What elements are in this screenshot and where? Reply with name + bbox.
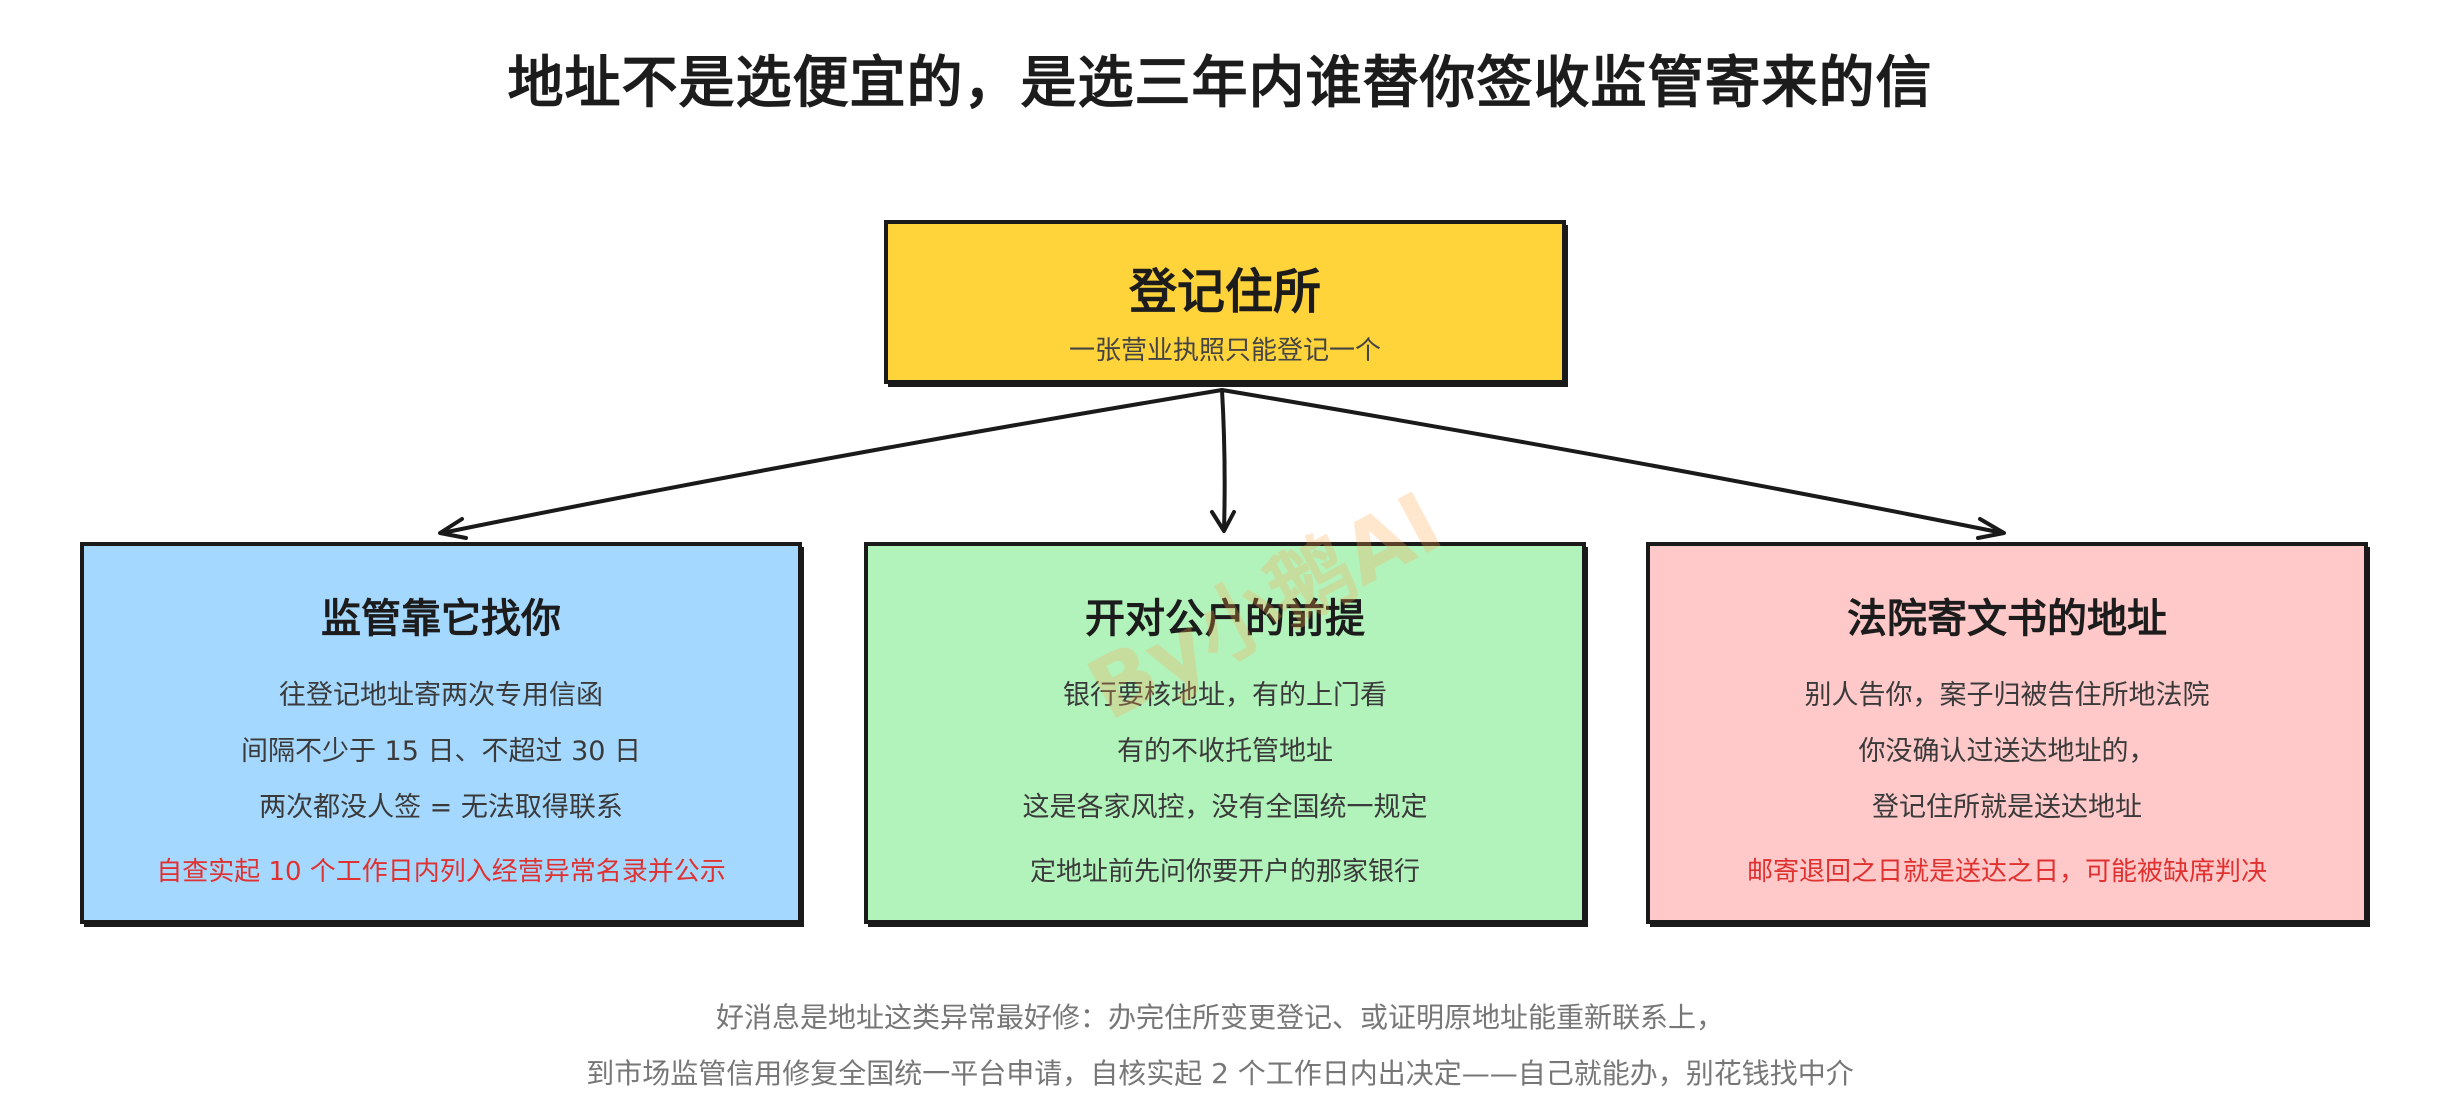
branch-body: 往登记地址寄两次专用信函 间隔不少于 15 日、不超过 30 日 两次都没人签 … [84, 668, 798, 836]
branch-body: 别人告你，案子归被告住所地法院 你没确认过送达地址的， 登记住所就是送达地址 [1650, 668, 2364, 836]
root-node-registered-address: 登记住所 一张营业执照只能登记一个 [884, 220, 1566, 384]
footer-line: 好消息是地址这类异常最好修：办完住所变更登记、或证明原地址能重新联系上， [715, 1001, 1724, 1034]
branch-line: 银行要核地址，有的上门看 [1063, 680, 1387, 711]
branch-title: 监管靠它找你 [321, 596, 561, 642]
arrowhead-right [1976, 517, 2006, 540]
branch-line: 登记住所就是送达地址 [1872, 792, 2142, 823]
footer-line: 到市场监管信用修复全国统一平台申请，自核实起 2 个工作日内出决定——自己就能办… [586, 1057, 1854, 1090]
branch-line: 间隔不少于 15 日、不超过 30 日 [240, 736, 642, 767]
arrow-to-left-branch [440, 388, 1224, 535]
arrowhead-left [438, 517, 468, 540]
branch-body: 银行要核地址，有的上门看 有的不收托管地址 这是各家风控，没有全国统一规定 [868, 668, 1582, 836]
branch-note: 自查实起 10 个工作日内列入经营异常名录并公示 [156, 857, 726, 887]
branch-note: 邮寄退回之日就是送达之日，可能被缺席判决 [1746, 857, 2267, 887]
branch-title: 法院寄文书的地址 [1847, 596, 2167, 642]
branch-line: 你没确认过送达地址的， [1858, 736, 2156, 767]
branch-line: 这是各家风控，没有全国统一规定 [1022, 792, 1428, 823]
branch-line: 两次都没人签 = 无法取得联系 [259, 792, 623, 823]
branch-line: 别人告你，案子归被告住所地法院 [1804, 680, 2210, 711]
branch-line: 往登记地址寄两次专用信函 [279, 680, 603, 711]
root-node-subtitle: 一张营业执照只能登记一个 [1068, 336, 1381, 366]
arrowhead-middle [1210, 510, 1236, 533]
branch-title: 开对公户的前提 [1085, 596, 1365, 642]
branch-corporate-bank-account: 开对公户的前提 银行要核地址，有的上门看 有的不收托管地址 这是各家风控，没有全… [864, 542, 1586, 924]
branch-court-service-address: 法院寄文书的地址 别人告你，案子归被告住所地法院 你没确认过送达地址的， 登记住… [1646, 542, 2368, 924]
footer-note: 好消息是地址这类异常最好修：办完住所变更登记、或证明原地址能重新联系上， 到市场… [0, 990, 2440, 1102]
root-node-title: 登记住所 [1128, 264, 1321, 320]
page-title: 地址不是选便宜的，是选三年内谁替你签收监管寄来的信 [507, 51, 1933, 116]
branch-note: 定地址前先问你要开户的那家银行 [1029, 857, 1420, 887]
branch-regulator-contact: 监管靠它找你 往登记地址寄两次专用信函 间隔不少于 15 日、不超过 30 日 … [80, 542, 802, 924]
branch-line: 有的不收托管地址 [1117, 736, 1333, 767]
arrow-to-middle-branch [1220, 388, 1227, 532]
